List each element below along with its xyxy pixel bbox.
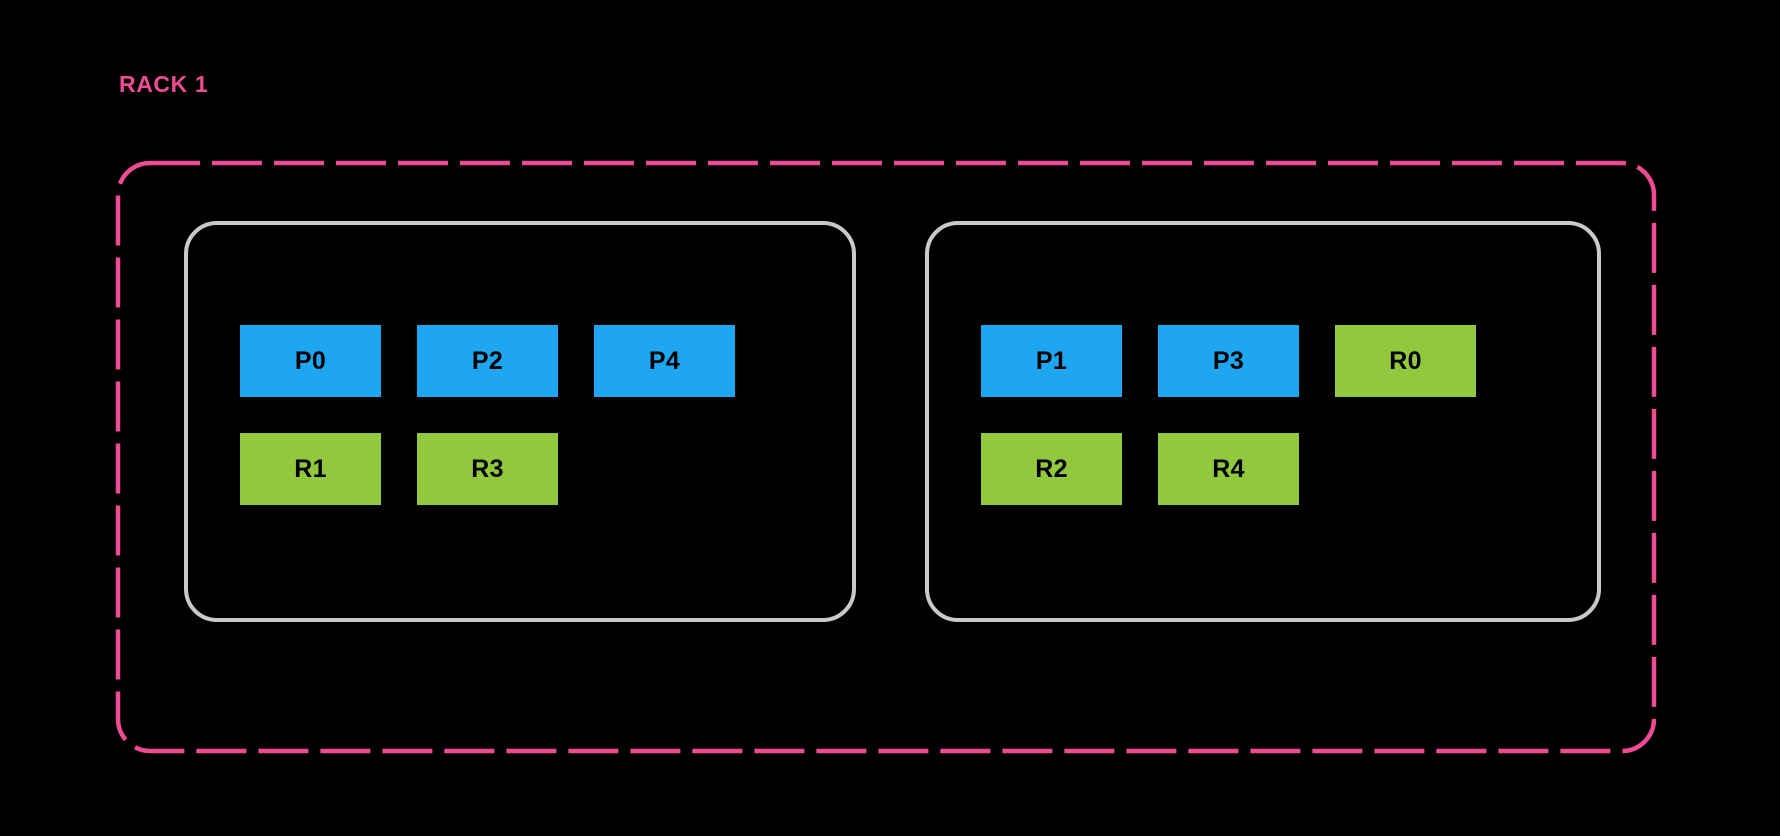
node-2-bottom-row: R2 R4 <box>981 433 1299 505</box>
node-2-top-row: P1 P3 R0 <box>981 325 1476 397</box>
block-r1[interactable]: R1 <box>240 433 381 505</box>
rack-label: RACK 1 <box>119 71 209 97</box>
node-box-1: P0 P2 P4 R1 R3 <box>184 221 856 622</box>
block-p2[interactable]: P2 <box>417 325 558 397</box>
block-p3[interactable]: P3 <box>1158 325 1299 397</box>
block-p0[interactable]: P0 <box>240 325 381 397</box>
block-r0[interactable]: R0 <box>1335 325 1476 397</box>
block-p1[interactable]: P1 <box>981 325 1122 397</box>
block-r4[interactable]: R4 <box>1158 433 1299 505</box>
node-1-top-row: P0 P2 P4 <box>240 325 735 397</box>
block-p4[interactable]: P4 <box>594 325 735 397</box>
node-box-2: P1 P3 R0 R2 R4 <box>925 221 1601 622</box>
block-r3[interactable]: R3 <box>417 433 558 505</box>
block-r2[interactable]: R2 <box>981 433 1122 505</box>
node-1-bottom-row: R1 R3 <box>240 433 558 505</box>
